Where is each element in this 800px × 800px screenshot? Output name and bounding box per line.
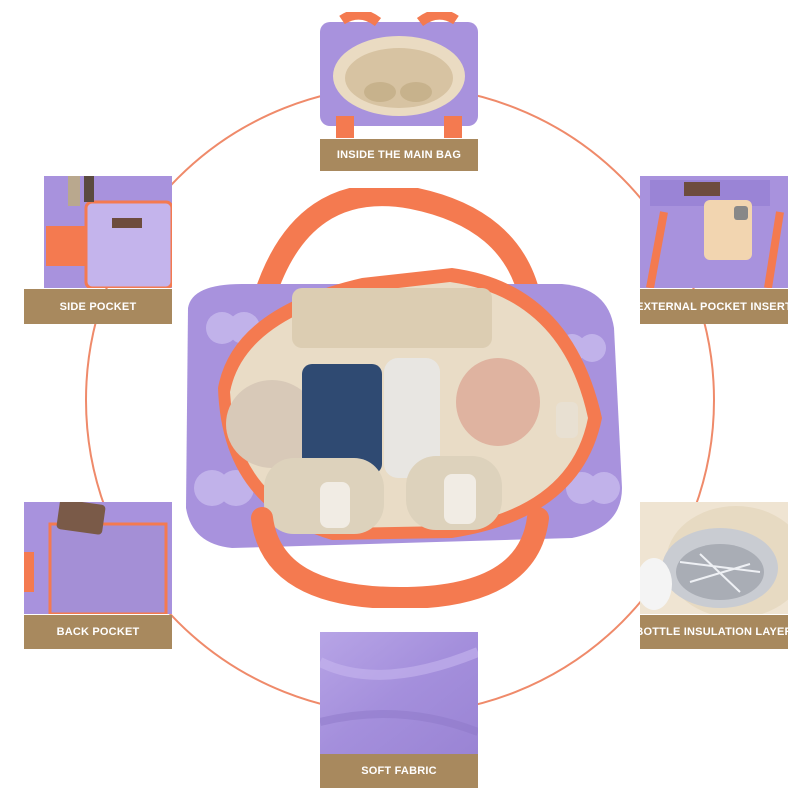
bottle-insulation-label: BOTTLE INSULATION LAYER <box>635 615 793 649</box>
external-pocket-insert-photo <box>640 176 788 288</box>
soft-fabric-label: SOFT FABRIC <box>320 754 478 788</box>
back-pocket-photo <box>24 502 172 614</box>
bottle-insulation-photo <box>640 502 788 614</box>
back-pocket-label: BACK POCKET <box>24 615 172 649</box>
open-bag-photo <box>152 188 644 608</box>
side-pocket-label: SIDE POCKET <box>24 289 172 324</box>
inside-main-bag-label: INSIDE THE MAIN BAG <box>320 139 478 171</box>
external-pocket-insert-label: EXTERNAL POCKET INSERT <box>636 289 792 324</box>
side-pocket-photo <box>24 176 172 288</box>
soft-fabric-photo <box>320 632 478 754</box>
inside-main-bag-photo <box>320 12 478 138</box>
